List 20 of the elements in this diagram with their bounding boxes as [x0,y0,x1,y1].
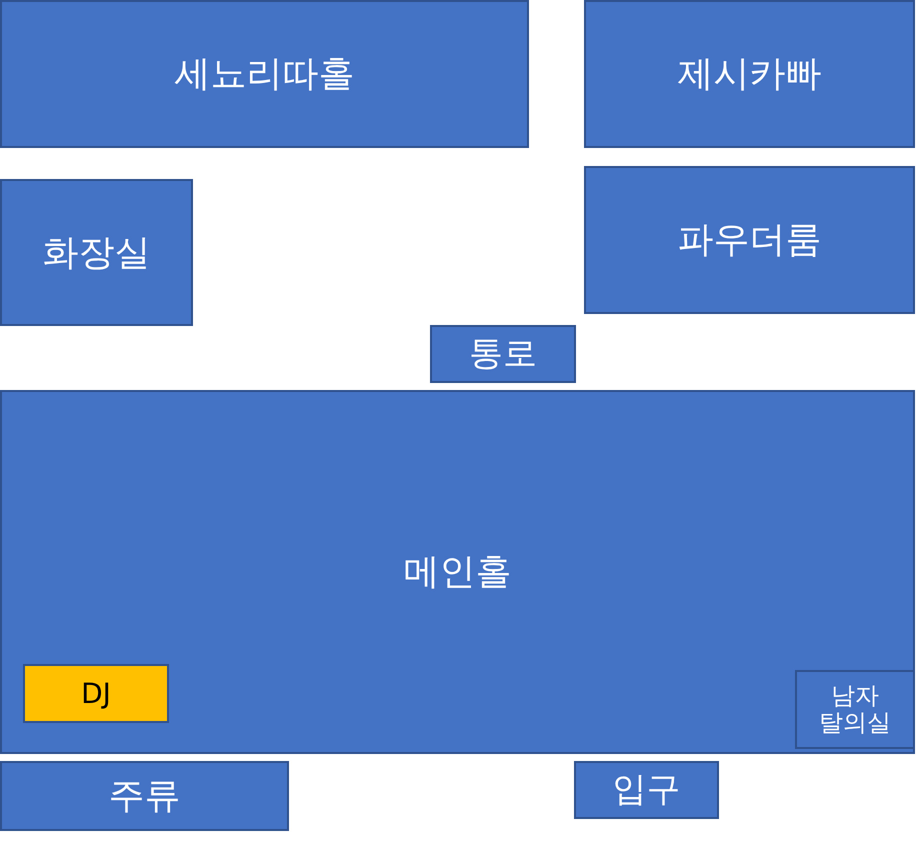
room-label: 제시카빠 [676,53,822,95]
room-box [0,0,529,148]
room-box [584,0,915,148]
stage-box [23,664,169,723]
room-box [0,761,289,831]
room-box [0,390,915,754]
room-box [430,325,576,383]
room-label: 화장실 [42,232,152,274]
room-label: 파우더룸 [676,219,822,261]
room-label: 남자 탈의실 [818,682,892,738]
room-label: 통로 [468,334,538,374]
room-label: DJ [80,677,112,710]
room-box [0,179,193,326]
room-box [795,670,915,749]
room-box [584,166,915,314]
room-label: 입구 [612,770,682,810]
room-label: 주류 [108,775,182,817]
room-box [574,761,719,819]
room-label: 세뇨리따홀 [174,53,356,95]
room-label: 메인홀 [402,551,512,593]
